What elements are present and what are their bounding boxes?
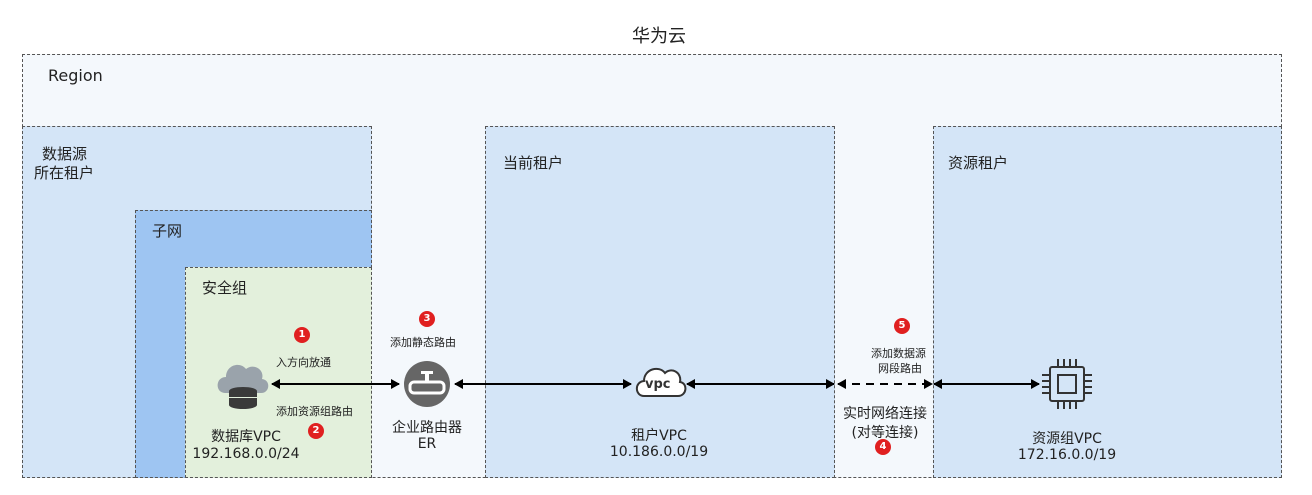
page-title: 华为云 bbox=[632, 26, 686, 47]
step-2-text: 添加资源组路由 bbox=[276, 405, 353, 418]
step-3-badge: 3 bbox=[419, 311, 435, 327]
vpc-icon-text: vpc bbox=[645, 377, 671, 392]
resource-vpc-cidr: 172.16.0.0/19 bbox=[1017, 447, 1117, 463]
step-3-text: 添加静态路由 bbox=[390, 336, 456, 349]
step-1-text: 入方向放通 bbox=[276, 356, 331, 369]
database-icon bbox=[213, 355, 271, 415]
tenant-vpc-cidr: 10.186.0.0/19 bbox=[609, 444, 709, 460]
region-label: Region bbox=[48, 66, 103, 85]
resource-vpc-name: 资源组VPC bbox=[1032, 431, 1102, 447]
step-1-badge: 1 bbox=[294, 327, 310, 343]
router-icon bbox=[400, 360, 454, 408]
step-5-text-line1: 添加数据源 bbox=[871, 347, 926, 360]
datasource-tenant-label-line1: 数据源 bbox=[42, 145, 88, 163]
router-abbr: ER bbox=[417, 436, 437, 452]
tenant-vpc-name: 租户VPC bbox=[631, 428, 687, 444]
current-tenant-box bbox=[485, 126, 835, 478]
peering-label-line1: 实时网络连接 bbox=[843, 406, 927, 422]
db-vpc-name: 数据库VPC bbox=[211, 429, 281, 445]
datasource-tenant-label-line2: 所在租户 bbox=[34, 164, 95, 182]
current-tenant-label: 当前租户 bbox=[503, 154, 564, 172]
step-5-text-line2: 网段路由 bbox=[878, 362, 922, 375]
router-name: 企业路由器 bbox=[392, 420, 462, 436]
security-group-label: 安全组 bbox=[202, 279, 248, 297]
resource-tenant-box bbox=[933, 126, 1282, 478]
subnet-label: 子网 bbox=[152, 222, 183, 240]
chip-icon bbox=[1040, 357, 1094, 411]
peering-label-line2: (对等连接) bbox=[851, 425, 919, 441]
security-group-box bbox=[185, 267, 372, 478]
vpc-cloud-icon bbox=[631, 360, 687, 404]
db-vpc-cidr: 192.168.0.0/24 bbox=[192, 446, 300, 462]
resource-tenant-label: 资源租户 bbox=[948, 154, 1009, 172]
step-5-badge: 5 bbox=[894, 318, 910, 334]
step-2-badge: 2 bbox=[308, 423, 324, 439]
step-4-badge: 4 bbox=[875, 439, 891, 455]
